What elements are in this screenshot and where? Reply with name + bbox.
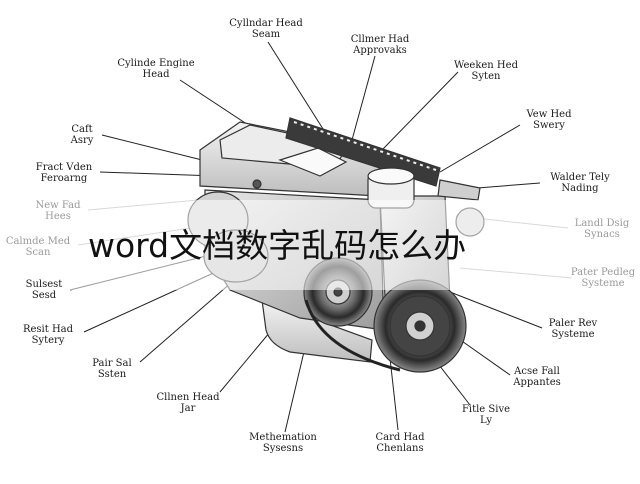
title-banner bbox=[0, 200, 640, 290]
overlay-title: word文档数字乱码怎么办 bbox=[88, 226, 467, 265]
